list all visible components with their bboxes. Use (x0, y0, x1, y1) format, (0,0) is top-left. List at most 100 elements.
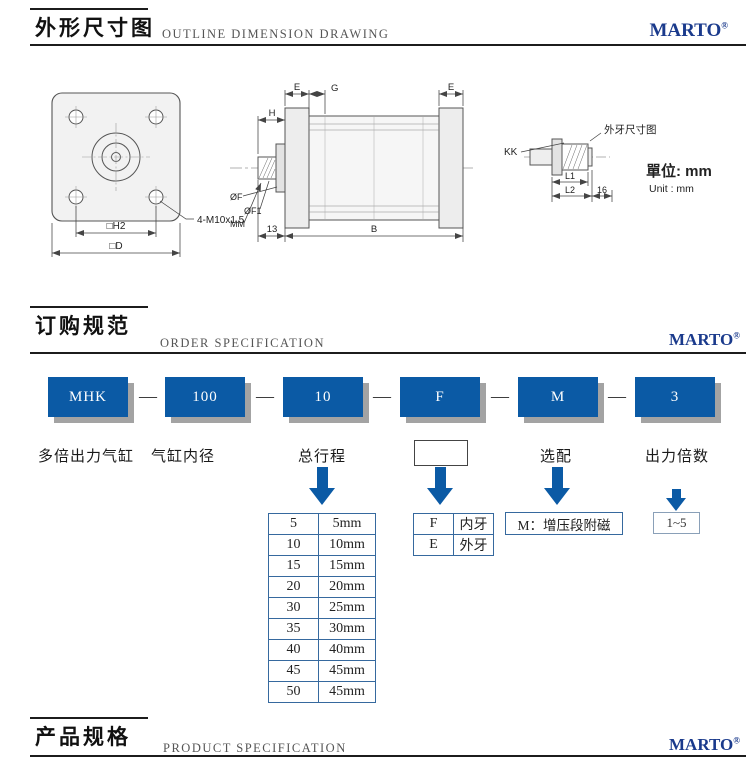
brand-logo: MARTO® (640, 330, 740, 350)
section-title-outline-en: OUTLINE DIMENSION DRAWING (162, 27, 390, 41)
code-box-bore: 100 (165, 377, 245, 417)
dim-mm-label: MM (230, 219, 245, 229)
cylinder-shapes (257, 107, 464, 229)
section-rule-top (30, 8, 148, 10)
stroke-value-cell: 45mm (318, 681, 376, 703)
bolt-hole-crosshairs (65, 106, 167, 208)
option-note-cell: M：增压段附磁 (505, 512, 623, 535)
stroke-code-cell: 20 (268, 576, 319, 598)
section-title-order-en: ORDER SPECIFICATION (160, 336, 325, 350)
dim-13-label: 13 (267, 224, 278, 235)
thread-shapes (529, 138, 593, 176)
side-view-drawing: E G E H 13 B ØF ØF1 MM (230, 82, 476, 242)
thread-name-cell: 外牙 (453, 534, 494, 556)
stroke-value-cell: 10mm (318, 534, 376, 556)
stroke-value-cell: 15mm (318, 555, 376, 577)
dim-f1-label: ØF1 (244, 206, 262, 216)
stroke-code-cell: 40 (268, 639, 319, 661)
rod-flange (275, 143, 286, 193)
external-thread (561, 143, 589, 171)
dim-l1-label: L1 (565, 171, 575, 181)
brand-logo: MARTO® (640, 735, 740, 755)
thread-code-cell: F (413, 513, 454, 535)
stroke-code-cell: 30 (268, 597, 319, 619)
stroke-code-cell: 10 (268, 534, 319, 556)
dim-b-label: B (371, 224, 377, 235)
body-seams (324, 116, 424, 220)
dimension-lines (520, 132, 613, 202)
thread-type-placeholder-box (414, 440, 468, 466)
registered-mark: ® (733, 735, 740, 746)
dim-16-label: 16 (597, 185, 607, 195)
brand-name: MARTO (649, 20, 722, 41)
option-arrow-icon (544, 467, 570, 505)
dim-h2-label: □H2 (107, 221, 126, 232)
label-multiplier: 出力倍数 (645, 449, 710, 465)
code-box-multiplier: 3 (635, 377, 715, 417)
stroke-value-cell: 5mm (318, 513, 376, 535)
thread-note-label: 4-M10x1.5 (197, 215, 245, 226)
thread-view-title: 外牙尺寸图 (604, 123, 657, 136)
front-view-drawing: □H2 □D 4-M10x1.5 (51, 92, 245, 257)
brand-logo: MARTO® (628, 20, 728, 42)
thread-detail-drawing: KK 外牙尺寸图 L1 L2 16 單位: mm Unit : mm (504, 123, 712, 202)
dim-h-label: H (269, 108, 276, 119)
stroke-value-cell: 30mm (318, 618, 376, 640)
code-box-series: MHK (48, 377, 128, 417)
stroke-code-cell: 15 (268, 555, 319, 577)
dim-g-label: G (331, 83, 338, 94)
dimension-lines (51, 200, 194, 257)
code-box-option: M (518, 377, 598, 417)
registered-mark: ® (721, 20, 728, 31)
front-cap (284, 107, 310, 229)
multiplier-arrow-icon (666, 489, 686, 511)
stroke-code-cell: 35 (268, 618, 319, 640)
registered-mark: ® (733, 330, 740, 341)
unit-cn-label: 單位: mm (646, 162, 712, 180)
code-separator: — (139, 386, 157, 406)
thread-tip (587, 147, 593, 167)
thread-arrow-icon (427, 467, 453, 505)
section-title-order-cn: 订购规范 (35, 314, 131, 338)
dimension-lines (242, 90, 464, 242)
code-separator: — (608, 386, 626, 406)
label-stroke: 总行程 (298, 449, 347, 465)
unit-en-label: Unit : mm (649, 183, 694, 195)
section-title-outline-cn: 外形尺寸图 (35, 16, 155, 40)
thread-hatch (562, 144, 588, 170)
section-rule-full (30, 755, 746, 757)
rod-shaft (529, 148, 553, 166)
stroke-code-cell: 45 (268, 660, 319, 682)
dim-d-label: □D (109, 241, 122, 252)
section-title-product-cn: 产品规格 (35, 725, 131, 749)
thread-hatch (258, 157, 276, 179)
stroke-code-cell: 50 (268, 681, 319, 703)
brand-name: MARTO (669, 735, 734, 754)
dim-e-left-label: E (294, 82, 300, 93)
code-separator: — (491, 386, 509, 406)
dim-e-right-label: E (448, 82, 454, 93)
dim-f-label: ØF (230, 192, 243, 202)
label-series: 多倍出力气缸 (38, 449, 135, 465)
code-box-stroke: 10 (283, 377, 363, 417)
brand-name: MARTO (669, 330, 734, 349)
code-separator: — (373, 386, 391, 406)
thread-name-cell: 内牙 (453, 513, 494, 535)
stroke-value-cell: 25mm (318, 597, 376, 619)
center-crosshair (82, 123, 150, 191)
dim-kk-label: KK (504, 147, 518, 158)
section-rule-full (30, 352, 746, 354)
code-separator: — (256, 386, 274, 406)
stroke-value-cell: 45mm (318, 660, 376, 682)
section-rule-top (30, 306, 148, 308)
